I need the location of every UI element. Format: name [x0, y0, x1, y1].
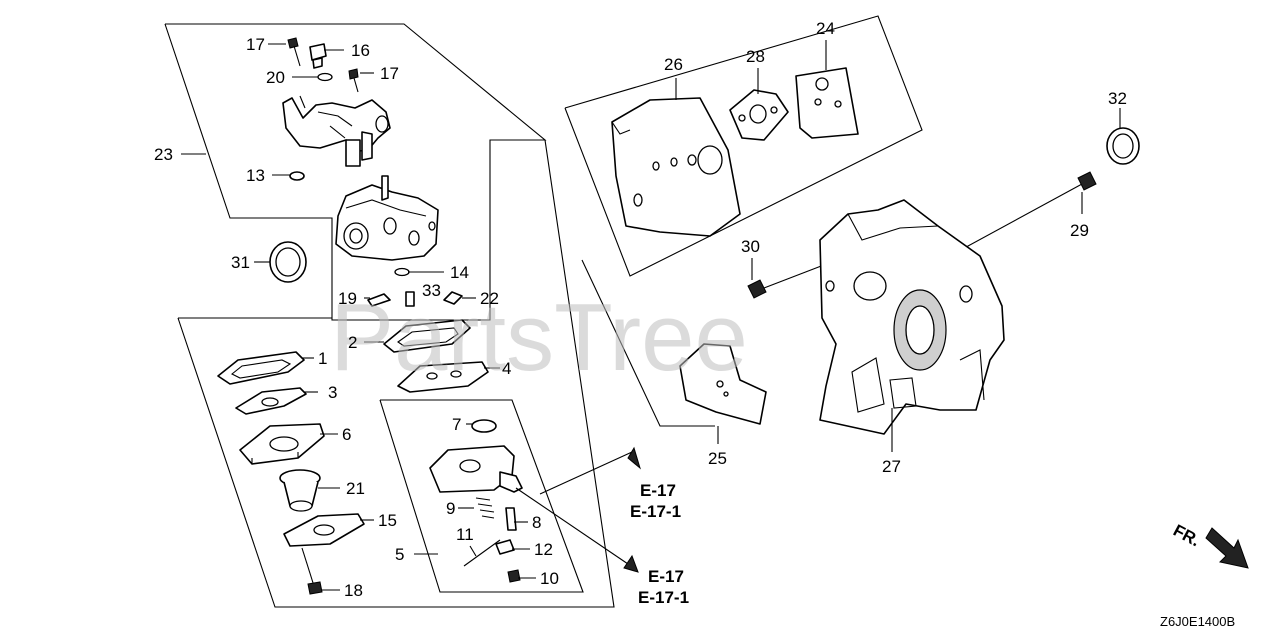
clip-13	[289, 171, 305, 181]
plug-7	[471, 419, 497, 433]
reference-e17: E-17	[640, 481, 676, 500]
callout-20: 20	[266, 68, 285, 87]
callout-8: 8	[532, 513, 541, 532]
watermark: PartsTree	[330, 284, 748, 391]
screw-17-b	[348, 68, 359, 93]
callout-29: 29	[1070, 221, 1089, 240]
callout-22: 22	[480, 289, 499, 308]
assembly-frame-23	[164, 23, 547, 321]
gasket-2	[383, 319, 471, 353]
link-line-25	[581, 259, 715, 427]
reference-e17: E-17	[648, 567, 684, 586]
cup-21	[279, 469, 321, 512]
callout-6: 6	[342, 425, 351, 444]
lever-12	[495, 539, 515, 555]
gasket-frame-24-26	[564, 15, 923, 277]
oring-32	[1106, 127, 1140, 165]
callout-32: 32	[1108, 89, 1127, 108]
callout-18: 18	[344, 581, 363, 600]
callout-1: 1	[318, 349, 327, 368]
assembly-frame-main	[177, 139, 615, 608]
callout-30: 30	[741, 237, 760, 256]
gasket-26	[611, 97, 741, 237]
jet-33	[405, 291, 415, 307]
callout-17: 17	[246, 35, 265, 54]
callout-11: 11	[456, 525, 474, 544]
reference-e17-1: E-17-1	[638, 588, 689, 607]
oring-31	[269, 241, 307, 283]
callout-12: 12	[534, 540, 553, 559]
screw-10	[507, 569, 521, 583]
plug-19	[367, 293, 391, 307]
needle-housing	[429, 445, 523, 493]
gasket-24	[795, 67, 859, 139]
callout-19: 19	[338, 289, 357, 308]
callout-16: 16	[351, 41, 370, 60]
diaphragm-3	[235, 387, 307, 415]
callout-28: 28	[746, 47, 765, 66]
air-cleaner-case-27	[819, 199, 1005, 435]
callout-14: 14	[450, 263, 469, 282]
callout-5: 5	[395, 545, 404, 564]
plate-25	[679, 343, 767, 425]
callout-23: 23	[154, 145, 173, 164]
gasket-1	[217, 351, 305, 385]
screw-17-a	[287, 37, 301, 67]
front-direction-arrow	[1205, 527, 1249, 569]
reference-arrows	[515, 446, 641, 573]
insulator-28	[729, 89, 789, 141]
callout-31: 31	[231, 253, 250, 272]
cover-6	[239, 423, 325, 465]
drawing-code: Z6J0E1400B	[1160, 614, 1235, 629]
callout-labels: 17 16 20 17 23 13 31 14 19 33 22 1 2 3 4…	[154, 19, 1127, 600]
callout-21: 21	[346, 479, 365, 498]
leader-lines	[181, 40, 1121, 591]
front-direction-label: FR.	[1170, 521, 1203, 551]
needle-8	[505, 507, 517, 531]
seal-22	[443, 291, 463, 305]
carburetor-top-part	[282, 95, 391, 167]
spring-9	[475, 497, 495, 519]
screw-18	[301, 547, 323, 595]
callout-17: 17	[380, 64, 399, 83]
pin-11	[463, 539, 501, 567]
callout-9: 9	[446, 499, 455, 518]
callout-3: 3	[328, 383, 337, 402]
carburetor-body	[335, 175, 439, 261]
callout-15: 15	[378, 511, 397, 530]
callout-10: 10	[540, 569, 559, 588]
callout-24: 24	[816, 19, 835, 38]
bolt-30	[747, 257, 843, 299]
cover-15	[283, 513, 365, 547]
callout-26: 26	[664, 55, 683, 74]
callout-25: 25	[708, 449, 727, 468]
reference-labels: E-17 E-17-1 E-17 E-17-1	[630, 481, 689, 607]
callout-2: 2	[348, 333, 357, 352]
callout-13: 13	[246, 166, 265, 185]
oring-20	[317, 72, 333, 82]
callout-4: 4	[502, 359, 511, 378]
reference-e17-1: E-17-1	[630, 502, 681, 521]
cap-16	[309, 43, 327, 69]
callout-33: 33	[422, 281, 441, 300]
callout-27: 27	[882, 457, 901, 476]
oring-14	[394, 267, 410, 277]
diaphragm-4	[397, 361, 489, 393]
callout-7: 7	[452, 415, 461, 434]
assembly-frame-5	[379, 399, 584, 593]
